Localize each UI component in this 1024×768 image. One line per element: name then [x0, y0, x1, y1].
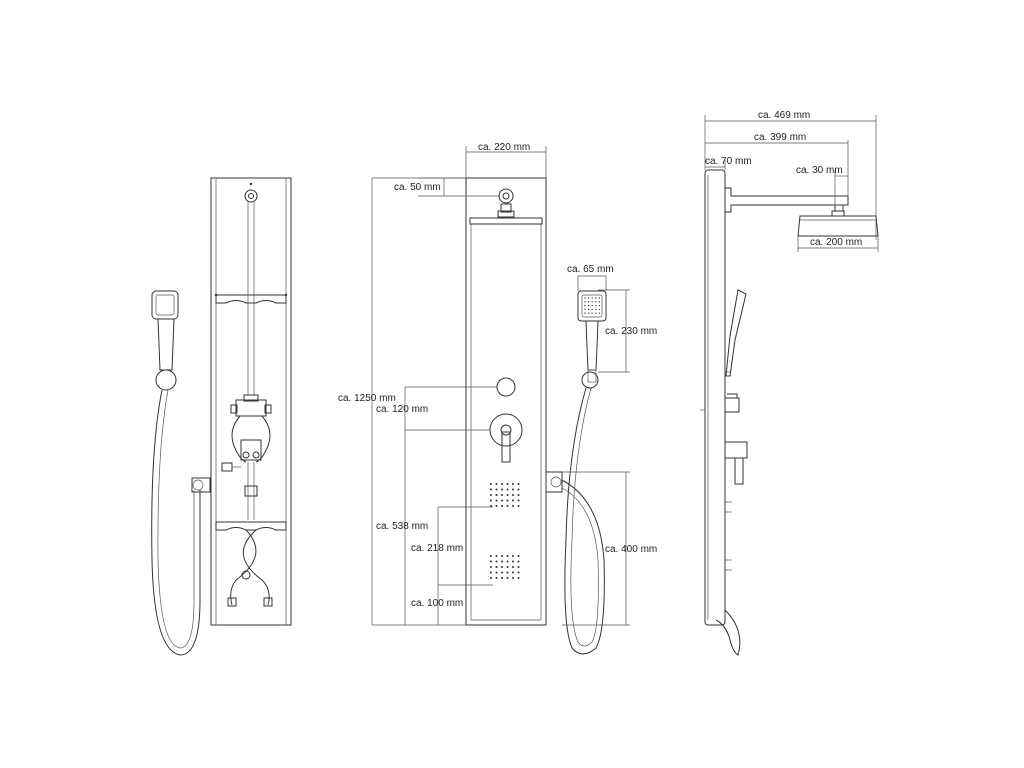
dim-head-width: ca. 200 mm [810, 237, 862, 248]
rear-panel-outline [210, 177, 292, 626]
dim-top-to-head: ca. 50 mm [394, 182, 441, 193]
dim-jet-spacing: ca. 218 mm [411, 543, 463, 554]
shower-arm [724, 187, 849, 213]
dim-hand-length: ca. 230 mm [605, 326, 657, 337]
dim-arm-reach: ca. 469 mm [758, 110, 810, 121]
lower-bracket [215, 521, 287, 531]
body-jet-upper [490, 483, 520, 507]
side-jets [725, 501, 732, 571]
dimension-lines [371, 115, 879, 626]
hand-shower-nozzles [584, 297, 601, 314]
dim-valve-spacing: ca. 120 mm [376, 404, 428, 415]
side-diverter [724, 397, 740, 413]
dimension-labels: ca. 220 mm ca. 50 mm ca. 1250 mm ca. 120… [338, 110, 862, 609]
dim-head-depth: ca. 30 mm [796, 165, 843, 176]
front-panel-outline [465, 177, 547, 626]
dim-width-total: ca. 220 mm [478, 142, 530, 153]
dim-jet-bottom: ca. 100 mm [411, 598, 463, 609]
dim-height-total: ca. 1250 mm [338, 393, 396, 404]
internal-mixer-valve [221, 394, 272, 472]
supply-hose-right [242, 529, 270, 606]
diverter-knob-icon [496, 377, 516, 397]
side-thermostat [724, 441, 748, 459]
upper-bracket [215, 294, 287, 304]
dim-mixer-height: ca. 538 mm [376, 521, 428, 532]
top-shelf [469, 217, 543, 225]
body-jet-lower [490, 555, 520, 579]
top-connector-icon [244, 189, 258, 203]
dim-hand-width: ca. 65 mm [567, 264, 614, 275]
side-hand-shower [725, 289, 747, 377]
side-view [700, 169, 879, 656]
side-hose [715, 609, 741, 656]
front-view [465, 177, 607, 655]
front-hand-shower [561, 290, 607, 655]
dim-outlet-height: ca. 400 mm [605, 544, 657, 555]
rear-view [151, 177, 292, 656]
lower-fitting [244, 485, 258, 497]
rear-hand-shower [151, 290, 211, 656]
dim-arm-length: ca. 399 mm [754, 132, 806, 143]
rain-shower-head [797, 215, 879, 237]
thermostat-knob-icon [489, 413, 523, 447]
supply-hose-left [230, 529, 257, 606]
hose-outlet [546, 471, 563, 493]
dim-panel-depth: ca. 70 mm [705, 156, 752, 167]
shower-arm-connector-icon [498, 188, 514, 204]
